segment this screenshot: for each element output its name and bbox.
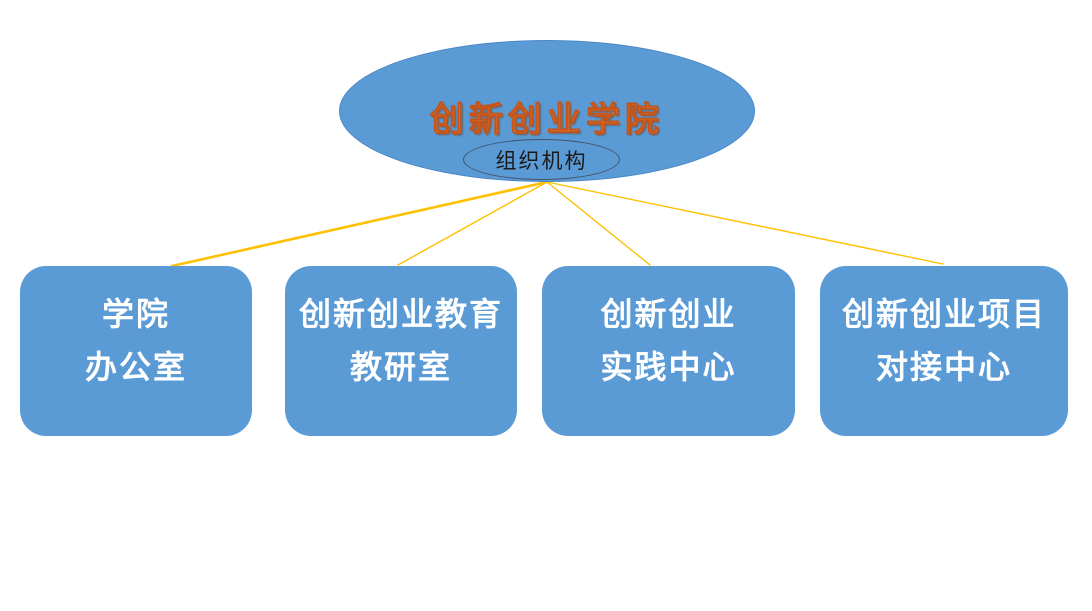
connector-root-to-practice — [546, 181, 651, 266]
node-college-office: 学院 办公室 — [20, 266, 252, 436]
subtitle-ellipse: 组织机构 — [463, 139, 620, 180]
root-title: 创新创业学院 — [430, 102, 664, 140]
connector-root-to-office — [170, 180, 549, 268]
node-label-line: 实践中心 — [600, 349, 737, 385]
node-label-line: 办公室 — [84, 349, 187, 385]
node-practice-center: 创新创业 实践中心 — [542, 266, 795, 436]
node-label-line: 对接中心 — [875, 349, 1012, 385]
subtitle-label: 组织机构 — [495, 148, 588, 173]
node-label-line: 创新创业项目 — [841, 296, 1046, 332]
node-label-line: 创新创业 — [600, 296, 737, 332]
connector-root-to-project — [546, 181, 944, 265]
node-education-teaching-office: 创新创业教育 教研室 — [285, 266, 517, 436]
node-label-line: 学院 — [101, 296, 170, 332]
node-label-line: 创新创业教育 — [298, 296, 503, 332]
connector-root-to-teaching — [397, 181, 548, 266]
node-project-docking-center: 创新创业项目 对接中心 — [820, 266, 1068, 436]
node-label-line: 教研室 — [349, 349, 452, 385]
